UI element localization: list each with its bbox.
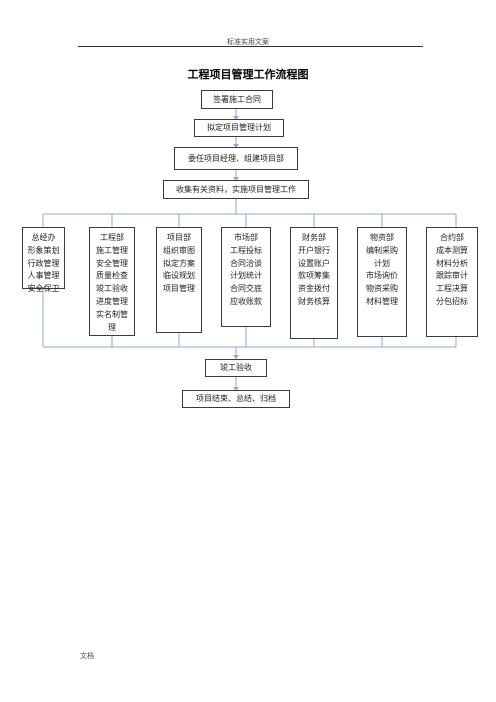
dept-project: 项目部 组织审图 拟定方案 临设规划 项目管理: [156, 227, 202, 333]
dept-finance: 财务部 开户银行 设置账户 款项筹集 资金拨付 财务核算: [290, 227, 338, 339]
step-closeout: 项目结束、总结、归档: [182, 390, 290, 408]
step-collect-data: 收集有关资料，实施项目管理工作: [163, 180, 309, 199]
diagram-title: 工程项目管理工作流程图: [187, 68, 309, 81]
dept-general-office: 总经办 形象策划 行政管理 人事管理 安全保卫: [22, 227, 65, 293]
dept-engineering: 工程部 施工管理 安全管理 质量检查 竣工验收 进度管理 实名制管 理: [89, 227, 135, 336]
step-acceptance: 竣工验收: [205, 359, 267, 377]
step-appoint-manager: 委任项目经理、组建项目部: [174, 147, 298, 170]
page-header: 标准实用文案: [227, 38, 269, 46]
header-divider: [78, 46, 423, 47]
step-sign-contract: 签署施工合同: [201, 90, 273, 109]
dept-marketing: 市场部 工程投标 合同洽谈 计划统计 合同交底 应收账款: [221, 227, 271, 327]
dept-contracts: 合约部 成本测算 材料分析 跟踪审计 工程决算 分包招标: [426, 227, 478, 337]
dept-materials: 物资部 编制采购 计划 市场询价 物资采购 材料管理: [357, 227, 407, 337]
page-footer: 文档: [80, 652, 94, 660]
step-plan: 拟定项目管理计划: [194, 119, 284, 137]
